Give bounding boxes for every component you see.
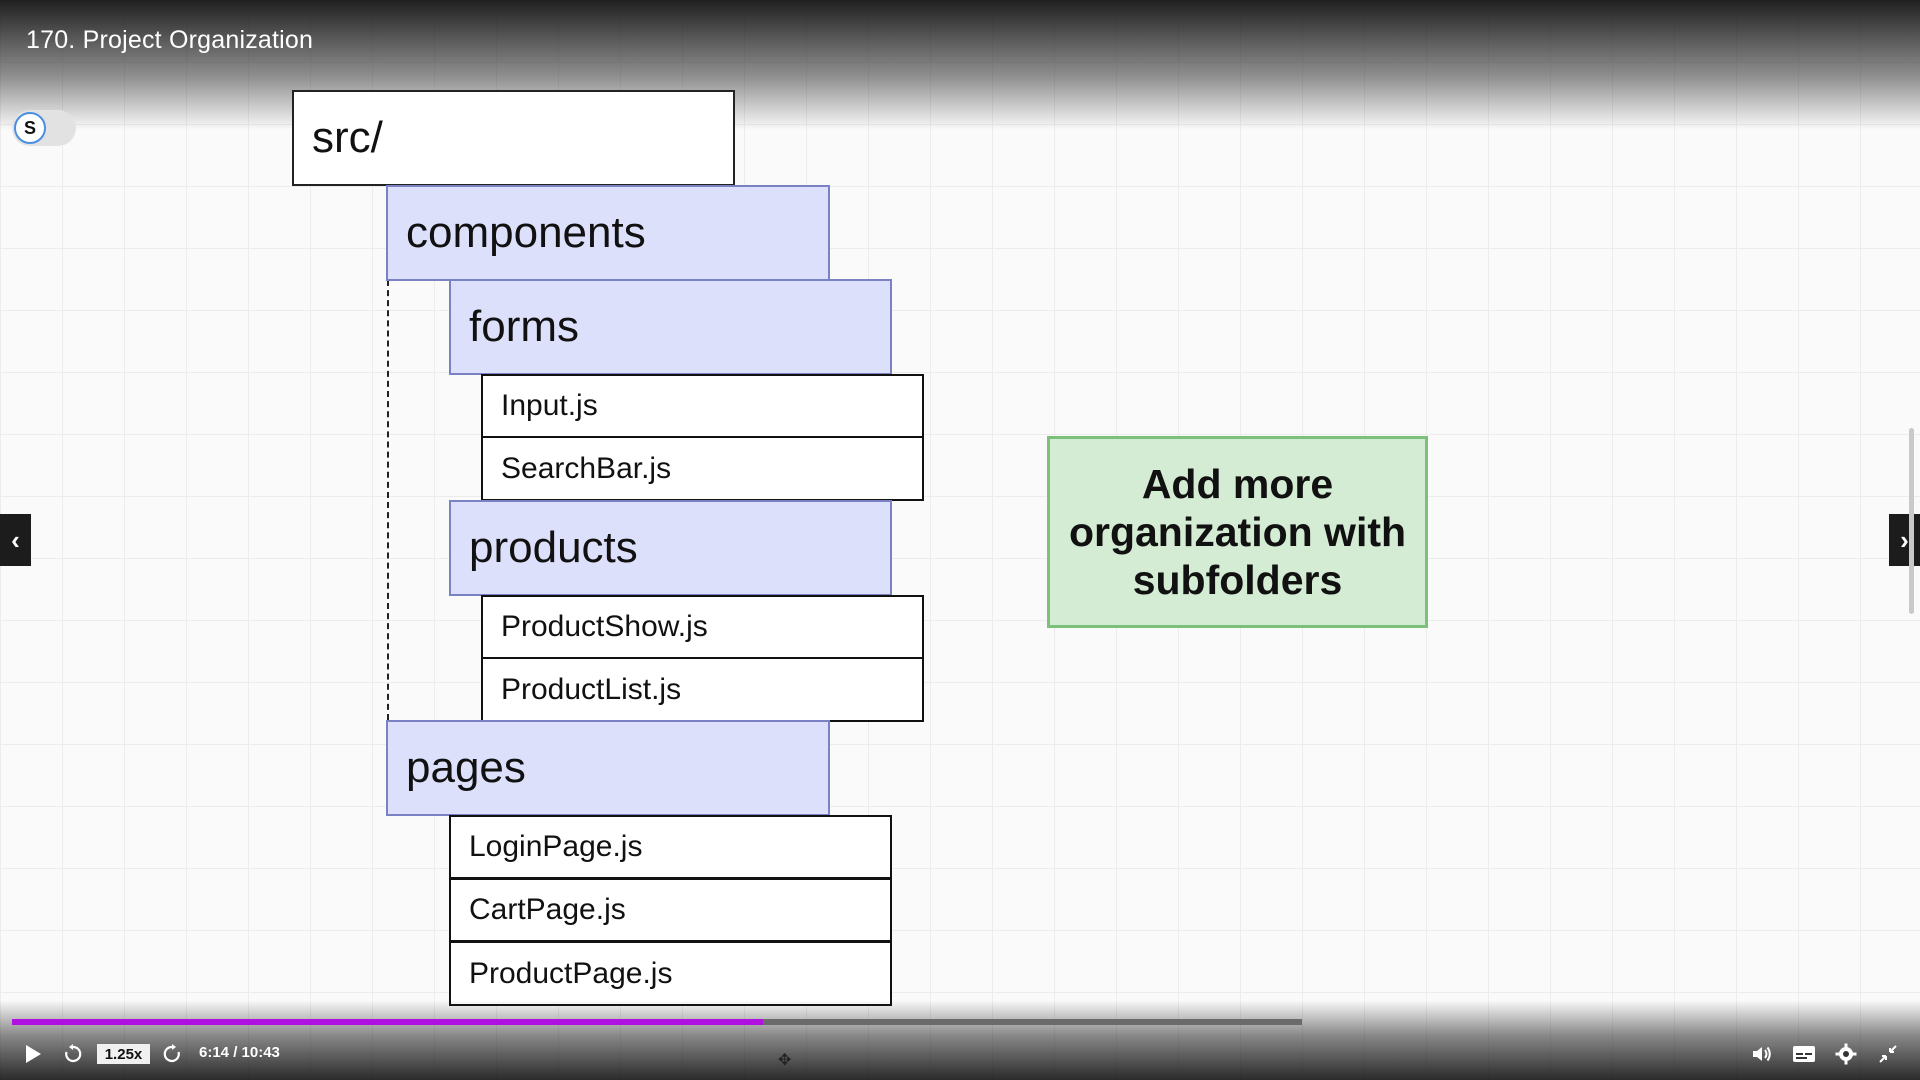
- scrollbar-thumb[interactable]: [1909, 428, 1914, 614]
- rewind-icon: [65, 1044, 82, 1063]
- volume-icon: [1753, 1046, 1771, 1062]
- tree-connector-line: [387, 280, 389, 720]
- file-searchbar: SearchBar.js: [481, 436, 924, 501]
- folder-forms: forms: [449, 279, 892, 375]
- play-icon: [26, 1045, 41, 1063]
- player-controls: 1.25x 6:14 / 10:43: [0, 1036, 1920, 1072]
- bottom-overlay: [0, 1000, 1920, 1080]
- forward-icon: [163, 1044, 180, 1063]
- file-productlist: ProductList.js: [481, 657, 924, 722]
- next-lecture-button[interactable]: ›: [1889, 514, 1920, 566]
- captions-icon: [1793, 1046, 1815, 1062]
- volume-button[interactable]: [1747, 1036, 1777, 1072]
- forward-button[interactable]: [157, 1036, 187, 1072]
- top-overlay: [0, 0, 1920, 130]
- settings-button[interactable]: [1831, 1036, 1861, 1072]
- playback-speed-button[interactable]: 1.25x: [97, 1044, 150, 1064]
- folder-pages: pages: [386, 720, 830, 816]
- playback-time: 6:14 / 10:43: [199, 1044, 280, 1061]
- rewind-button[interactable]: [58, 1036, 88, 1072]
- progress-bar-fill: [12, 1019, 763, 1025]
- toggle-switch[interactable]: S: [12, 110, 76, 146]
- file-productshow: ProductShow.js: [481, 595, 924, 659]
- lecture-title: 170. Project Organization: [26, 26, 314, 54]
- file-productpage: ProductPage.js: [449, 941, 892, 1006]
- gear-icon: [1835, 1043, 1857, 1065]
- file-cartpage: CartPage.js: [449, 878, 892, 942]
- file-input: Input.js: [481, 374, 924, 438]
- folder-components: components: [386, 185, 830, 281]
- move-cursor-icon: ✥: [778, 1052, 792, 1069]
- chevron-right-icon: ›: [1900, 524, 1909, 555]
- captions-button[interactable]: [1789, 1036, 1819, 1072]
- folder-products: products: [449, 500, 892, 596]
- chevron-left-icon: ‹: [11, 524, 20, 555]
- exit-fullscreen-icon: [1879, 1045, 1897, 1063]
- play-button[interactable]: [18, 1036, 48, 1072]
- exit-fullscreen-button[interactable]: [1873, 1036, 1903, 1072]
- file-loginpage: LoginPage.js: [449, 815, 892, 879]
- toggle-knob: S: [14, 112, 46, 144]
- callout-note: Add more organization with subfolders: [1047, 436, 1428, 628]
- progress-bar[interactable]: [12, 1019, 1302, 1025]
- folder-src: src/: [292, 90, 735, 186]
- prev-lecture-button[interactable]: ‹: [0, 514, 31, 566]
